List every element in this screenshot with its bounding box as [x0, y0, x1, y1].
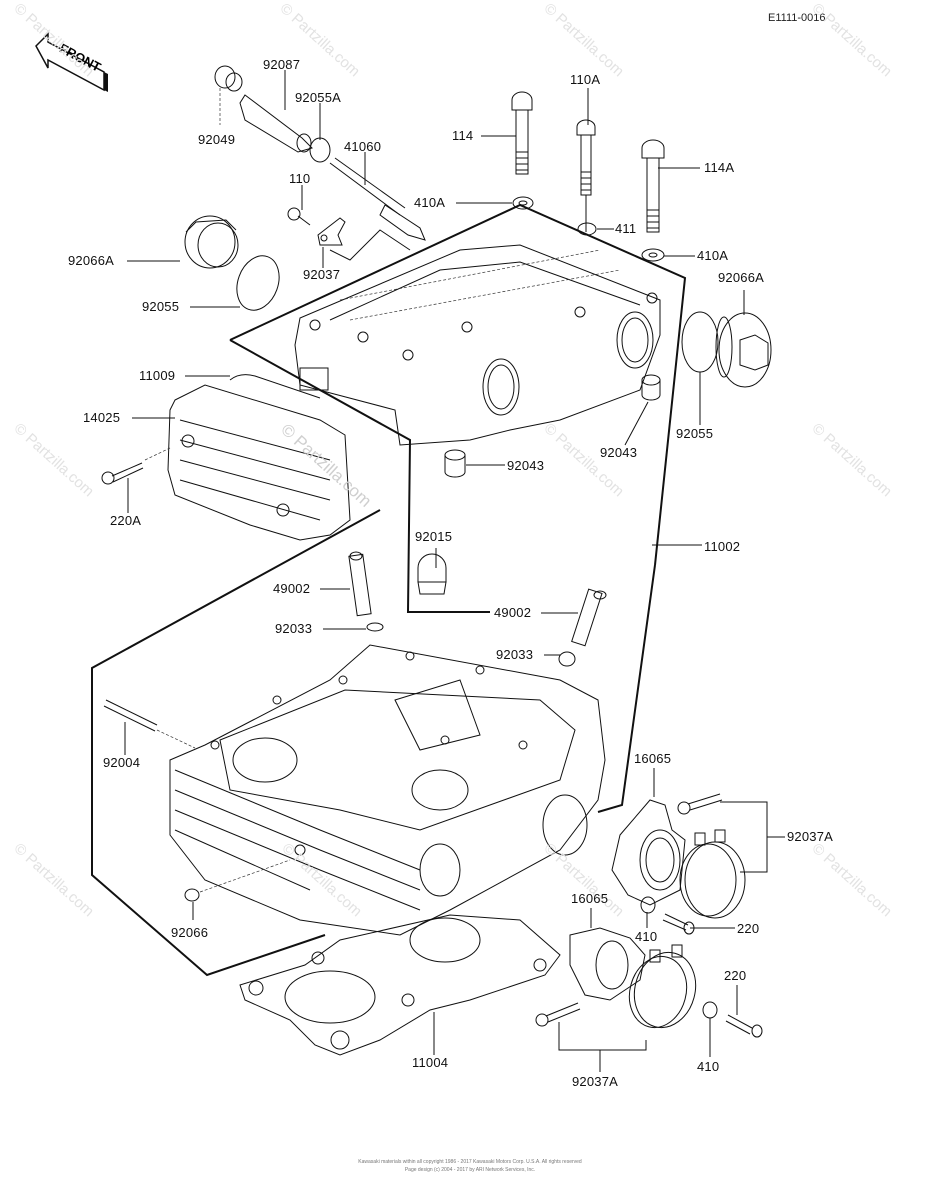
- washer-410-lower: [702, 1001, 718, 1019]
- head-gasket-11004: [239, 914, 561, 1056]
- stud-92004: [103, 699, 196, 749]
- callout-92037[interactable]: 92037: [303, 267, 341, 282]
- clamp-92037a-lower: [628, 944, 697, 1029]
- callout-92043-center[interactable]: 92043: [507, 458, 545, 473]
- callout-92055a[interactable]: 92055A: [295, 90, 342, 105]
- callout-110a[interactable]: 110A: [570, 72, 601, 87]
- oring-92055-left: [236, 255, 280, 311]
- bolt-220-lower: [725, 1014, 763, 1038]
- washer-410-upper: [640, 896, 656, 914]
- camshaft-cap-body: [294, 244, 661, 446]
- copyright-line-1: Kawasaki materials within all copyright …: [358, 1159, 582, 1165]
- cover-14025: [167, 374, 351, 541]
- circlip-92033-left: [366, 622, 384, 632]
- intake-holder-16065-upper: [611, 799, 686, 906]
- bolt-114: [511, 91, 533, 175]
- callout-92049[interactable]: 92049: [198, 132, 236, 147]
- oring-92055-right: [681, 311, 719, 373]
- callout-11009[interactable]: 11009: [139, 368, 176, 383]
- bolt-92037a-lower: [535, 1002, 581, 1027]
- oring-92055a: [309, 137, 331, 163]
- callout-92037a-lower[interactable]: 92037A: [572, 1074, 619, 1089]
- bolt-92037a-upper: [677, 793, 723, 815]
- callout-92066a[interactable]: 92066A: [68, 253, 115, 268]
- group-bracket-head: [91, 509, 381, 977]
- callout-220a[interactable]: 220A: [110, 513, 142, 528]
- callout-11004[interactable]: 11004: [412, 1055, 449, 1070]
- spark-tube-49002-left: [348, 551, 372, 617]
- callout-49002-right[interactable]: 49002: [494, 605, 532, 620]
- shaft-41060: [329, 157, 426, 241]
- circlip-92033-right: [558, 651, 576, 667]
- bolt-220-upper: [662, 913, 695, 935]
- group-bracket-11002: [229, 203, 687, 566]
- callout-110[interactable]: 110: [289, 171, 311, 186]
- plug-92066a-left: [184, 215, 239, 269]
- callout-411[interactable]: 411: [615, 221, 637, 236]
- spark-tube-49002-right: [571, 588, 607, 647]
- copyright-line-2: Page design (c) 2004 - 2017 by ARI Netwo…: [404, 1167, 536, 1173]
- bolt-110: [287, 207, 311, 226]
- washer-410a-right: [641, 248, 665, 262]
- callout-92087[interactable]: 92087: [263, 57, 301, 72]
- cylinder-head-body: [169, 644, 606, 936]
- callout-114[interactable]: 114: [452, 128, 474, 143]
- callout-16065-upper[interactable]: 16065: [634, 751, 672, 766]
- callout-11002[interactable]: 11002: [704, 539, 741, 554]
- callout-410a-left[interactable]: 410A: [414, 195, 446, 210]
- bolt-114a: [641, 139, 665, 233]
- plug-92066: [184, 888, 200, 902]
- pipe-92087: [239, 94, 313, 153]
- callout-92037a-upper[interactable]: 92037A: [787, 829, 834, 844]
- callout-410-lower[interactable]: 410: [697, 1059, 720, 1074]
- plug-92066a-right: [715, 312, 772, 388]
- oil-seal-92049: [214, 65, 243, 92]
- clamp-92037a-upper: [679, 829, 746, 919]
- front-arrow-icon: FRONT: [35, 32, 108, 92]
- callout-92033-left[interactable]: 92033: [275, 621, 313, 636]
- screw-220a: [101, 447, 171, 485]
- callout-92004[interactable]: 92004: [103, 755, 141, 770]
- clamp-92037: [317, 217, 346, 246]
- callout-114a[interactable]: 114A: [704, 160, 735, 175]
- callout-92066[interactable]: 92066: [171, 925, 209, 940]
- callout-92055-right[interactable]: 92055: [676, 426, 714, 441]
- callout-410-upper[interactable]: 410: [635, 929, 658, 944]
- cap-nut-92015: [417, 553, 447, 595]
- callout-16065-lower[interactable]: 16065: [571, 891, 609, 906]
- intake-holder-16065-lower: [569, 927, 646, 1001]
- callout-41060[interactable]: 41060: [344, 139, 382, 154]
- dowel-92043-center: [444, 449, 466, 478]
- callout-92033-right[interactable]: 92033: [496, 647, 534, 662]
- front-direction-indicator: FRONT: [34, 30, 110, 100]
- washer-410a-left: [512, 196, 534, 210]
- callout-92066a-right[interactable]: 92066A: [718, 270, 765, 285]
- washer-411: [577, 222, 597, 236]
- callout-92015[interactable]: 92015: [415, 529, 453, 544]
- callout-410a-right[interactable]: 410A: [697, 248, 729, 263]
- callout-220-upper[interactable]: 220: [737, 921, 760, 936]
- callout-220-lower[interactable]: 220: [724, 968, 747, 983]
- callout-49002-left[interactable]: 49002: [273, 581, 311, 596]
- bolt-110a: [576, 119, 596, 232]
- callout-92043-right[interactable]: 92043: [600, 445, 638, 460]
- reference-code: E1111-0016: [768, 12, 826, 24]
- callout-92055[interactable]: 92055: [142, 299, 180, 314]
- group-bracket-head-right: [597, 564, 656, 813]
- leader-lines: [124, 70, 785, 1072]
- dowel-92043-right: [641, 374, 661, 401]
- callout-14025[interactable]: 14025: [83, 410, 121, 425]
